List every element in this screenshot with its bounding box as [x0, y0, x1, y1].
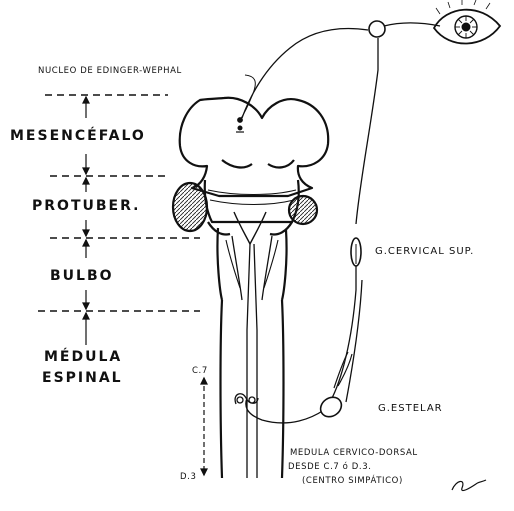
- midbrain-outline: [180, 98, 328, 196]
- label-g-cervical-sup: G.CERVICAL SUP.: [375, 246, 474, 257]
- pons-striation-1: [208, 190, 296, 195]
- pupil: [462, 23, 470, 31]
- label-medula-cervico-dorsal: MEDULA CERVICO-DORSAL: [290, 448, 418, 458]
- bulb-right-contour: [282, 230, 287, 300]
- label-desde-c7-d3: DESDE C.7 ó D.3.: [288, 462, 372, 472]
- label-g-estelar: G.ESTELAR: [378, 403, 443, 414]
- median-fissure-right: [254, 244, 257, 478]
- c7-d3-axis: [201, 378, 207, 475]
- eye-icon: [434, 0, 500, 44]
- midbrain-fold-left: [222, 160, 252, 167]
- label-mesencefalo: MESENCÉFALO: [10, 128, 146, 144]
- ganglia: [317, 21, 385, 421]
- edinger-pointer: [240, 75, 255, 120]
- label-centro-simpatico: (CENTRO SIMPÁTICO): [302, 476, 403, 486]
- inner-ascending-fiber: [346, 280, 362, 402]
- olive-right: [264, 240, 278, 288]
- bulb-left-contour: [217, 228, 222, 300]
- cervical-to-ciliary-fiber: [356, 38, 378, 224]
- central-fiber: [242, 29, 368, 118]
- postganglionic-ascending: [330, 244, 356, 402]
- olive-left: [226, 240, 240, 288]
- pons-lower-right: [270, 222, 292, 235]
- stellate-ganglion: [317, 393, 345, 420]
- ciliary-ganglion: [369, 21, 385, 37]
- spinal-cord-left: [221, 300, 223, 478]
- label-medula-espinal-1: MÉDULA: [44, 349, 122, 365]
- brainstem: [173, 98, 328, 478]
- label-protuberancia: PROTUBER.: [32, 198, 140, 214]
- label-bulbo: BULBO: [50, 268, 114, 284]
- midbrain-fold-right: [268, 160, 294, 167]
- pons-outline: [205, 180, 299, 222]
- label-c7: C.7: [192, 366, 208, 376]
- median-fissure-left: [247, 244, 250, 478]
- fourth-ventricle: [234, 212, 266, 244]
- artist-signature: [452, 480, 486, 491]
- spinal-cord-right: [282, 300, 284, 478]
- label-edinger-nucleus: NUCLEO DE EDINGER-WEPHAL: [38, 66, 182, 76]
- ciliary-to-eye-fiber: [384, 23, 440, 26]
- pons-striation-2: [210, 200, 294, 205]
- cerebellar-peduncle-left: [173, 183, 207, 231]
- label-d3: D.3: [180, 472, 196, 482]
- label-medula-espinal-2: ESPINAL: [42, 370, 123, 386]
